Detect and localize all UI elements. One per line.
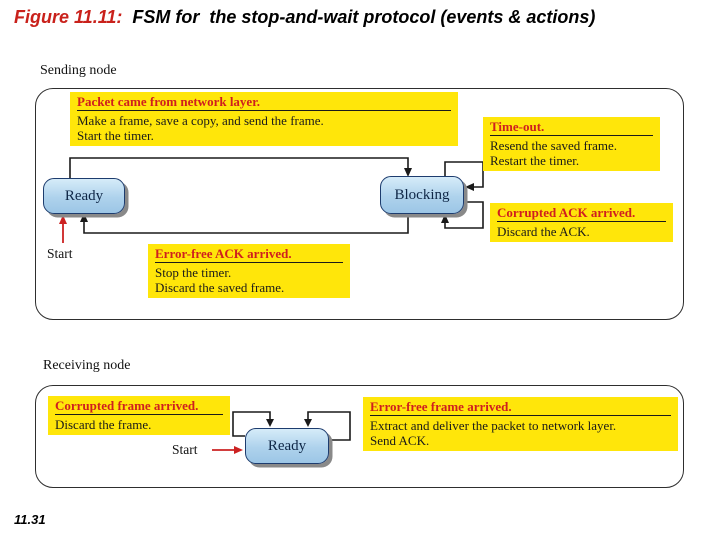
state-label: Ready xyxy=(64,187,104,204)
state-ready-receiver: Ready xyxy=(245,428,329,464)
arrowhead-into-receiver-ready-top-right xyxy=(304,419,312,427)
event-action: Discard the ACK. xyxy=(497,224,590,240)
receiving-node-label: Receiving node xyxy=(43,358,131,373)
event-error-free-ack: Error-free ACK arrived. Stop the timer. … xyxy=(148,244,350,299)
sending-node-label: Sending node xyxy=(40,63,117,78)
event-title: Corrupted ACK arrived. xyxy=(497,205,666,223)
page-number: 11.31 xyxy=(14,512,46,527)
receiver-corrupted-frame-self-loop xyxy=(232,411,271,437)
event-title: Error-free ACK arrived. xyxy=(155,246,343,264)
receiver-start-label: Start xyxy=(172,442,198,457)
arrowhead-into-blocking-bottom xyxy=(441,214,449,223)
blocking-corrupted-ack-self-loop xyxy=(444,201,484,229)
state-label: Ready xyxy=(267,437,307,454)
state-blocking: Blocking xyxy=(380,176,464,214)
event-title: Time-out. xyxy=(490,119,653,137)
receiver-error-free-frame-self-loop xyxy=(307,411,351,441)
event-time-out: Time-out. Resend the saved frame. Restar… xyxy=(483,117,660,172)
event-action: Discard the frame. xyxy=(55,417,152,433)
event-title: Error-free frame arrived. xyxy=(370,399,671,417)
transition-blocking-to-ready xyxy=(83,212,409,234)
arrowhead-into-receiver-ready-top-left xyxy=(266,419,274,427)
arrowhead-into-ready-bottom xyxy=(80,213,88,222)
arrowhead-into-blocking-top xyxy=(404,168,412,177)
transition-ready-to-blocking xyxy=(69,157,409,178)
slide-title: Figure 11.11: FSM for the stop-and-wait … xyxy=(14,7,604,29)
event-corrupted-ack: Corrupted ACK arrived. Discard the ACK. xyxy=(490,203,673,243)
slide-title-text: FSM for the stop-and-wait protocol (even… xyxy=(132,7,596,27)
event-corrupted-frame: Corrupted frame arrived. Discard the fra… xyxy=(48,396,230,436)
event-action: Discard the saved frame. xyxy=(155,280,285,296)
figure-number-label: Figure 11.11: xyxy=(14,7,123,27)
event-action: Resend the saved frame. xyxy=(490,138,618,154)
event-title: Corrupted frame arrived. xyxy=(55,398,223,416)
receiver-start-arrowhead xyxy=(234,446,243,454)
event-action: Start the timer. xyxy=(77,128,154,144)
event-action: Make a frame, save a copy, and send the … xyxy=(77,113,324,129)
event-action: Extract and deliver the packet to networ… xyxy=(370,418,617,434)
sender-start-arrowhead xyxy=(59,215,67,224)
event-title: Packet came from network layer. xyxy=(77,94,451,112)
event-error-free-frame: Error-free frame arrived. Extract and de… xyxy=(363,397,678,452)
arrowhead-into-blocking-right xyxy=(465,183,474,191)
event-action: Send ACK. xyxy=(370,433,430,449)
event-packet-from-network: Packet came from network layer. Make a f… xyxy=(70,92,458,147)
state-label: Blocking xyxy=(394,186,450,203)
event-action: Restart the timer. xyxy=(490,153,580,169)
state-ready-sender: Ready xyxy=(43,178,125,214)
sender-start-label: Start xyxy=(47,246,73,261)
event-action: Stop the timer. xyxy=(155,265,232,281)
